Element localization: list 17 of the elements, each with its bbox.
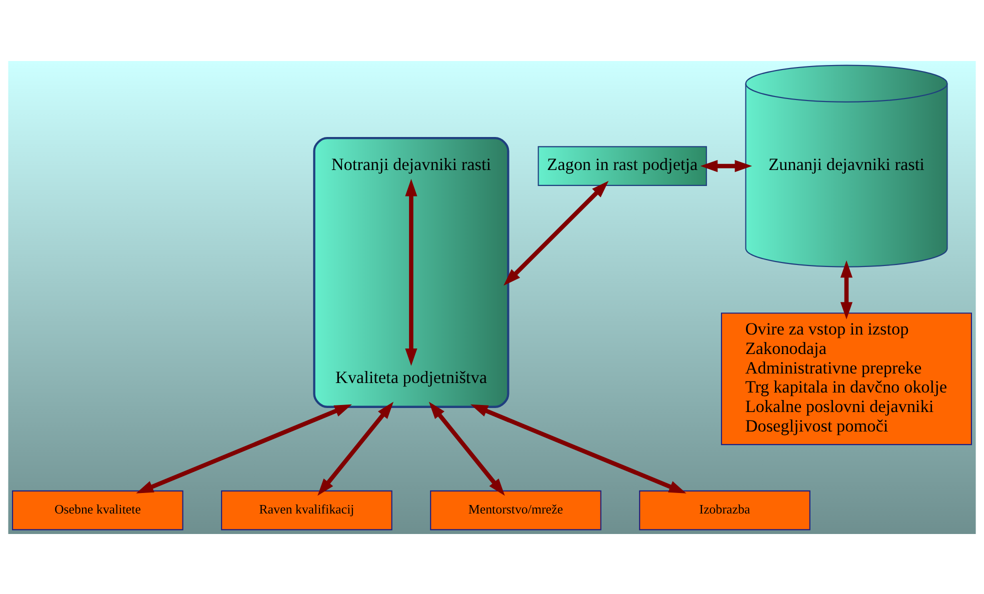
arrow <box>504 180 609 286</box>
arrow <box>700 160 752 172</box>
arrow <box>840 260 853 319</box>
node-box: Ovire za vstop in izstop Zakonodaja Administrativne prepreke Trg kapitala in davčno okolje Lokalne poslovni dejavniki Dosegljivost pomoči <box>720 312 972 445</box>
node-box: Raven kvalifikacij <box>221 490 392 530</box>
node-text: Kvaliteta podjetništva <box>335 367 487 386</box>
node-box: Izobrazba <box>639 490 810 530</box>
node-text: Notranji dejavniki rasti <box>331 154 492 174</box>
node-box: Zagon in rast podjetja <box>538 146 707 186</box>
arrow <box>136 404 352 493</box>
cluster <box>313 136 510 408</box>
arrow <box>318 401 394 496</box>
arrow <box>470 404 686 493</box>
node-box: Osebne kvalitete <box>12 490 184 530</box>
node-box: Mentorstvo/mreže <box>430 490 602 530</box>
arrow <box>428 401 505 496</box>
arrow <box>405 178 418 366</box>
